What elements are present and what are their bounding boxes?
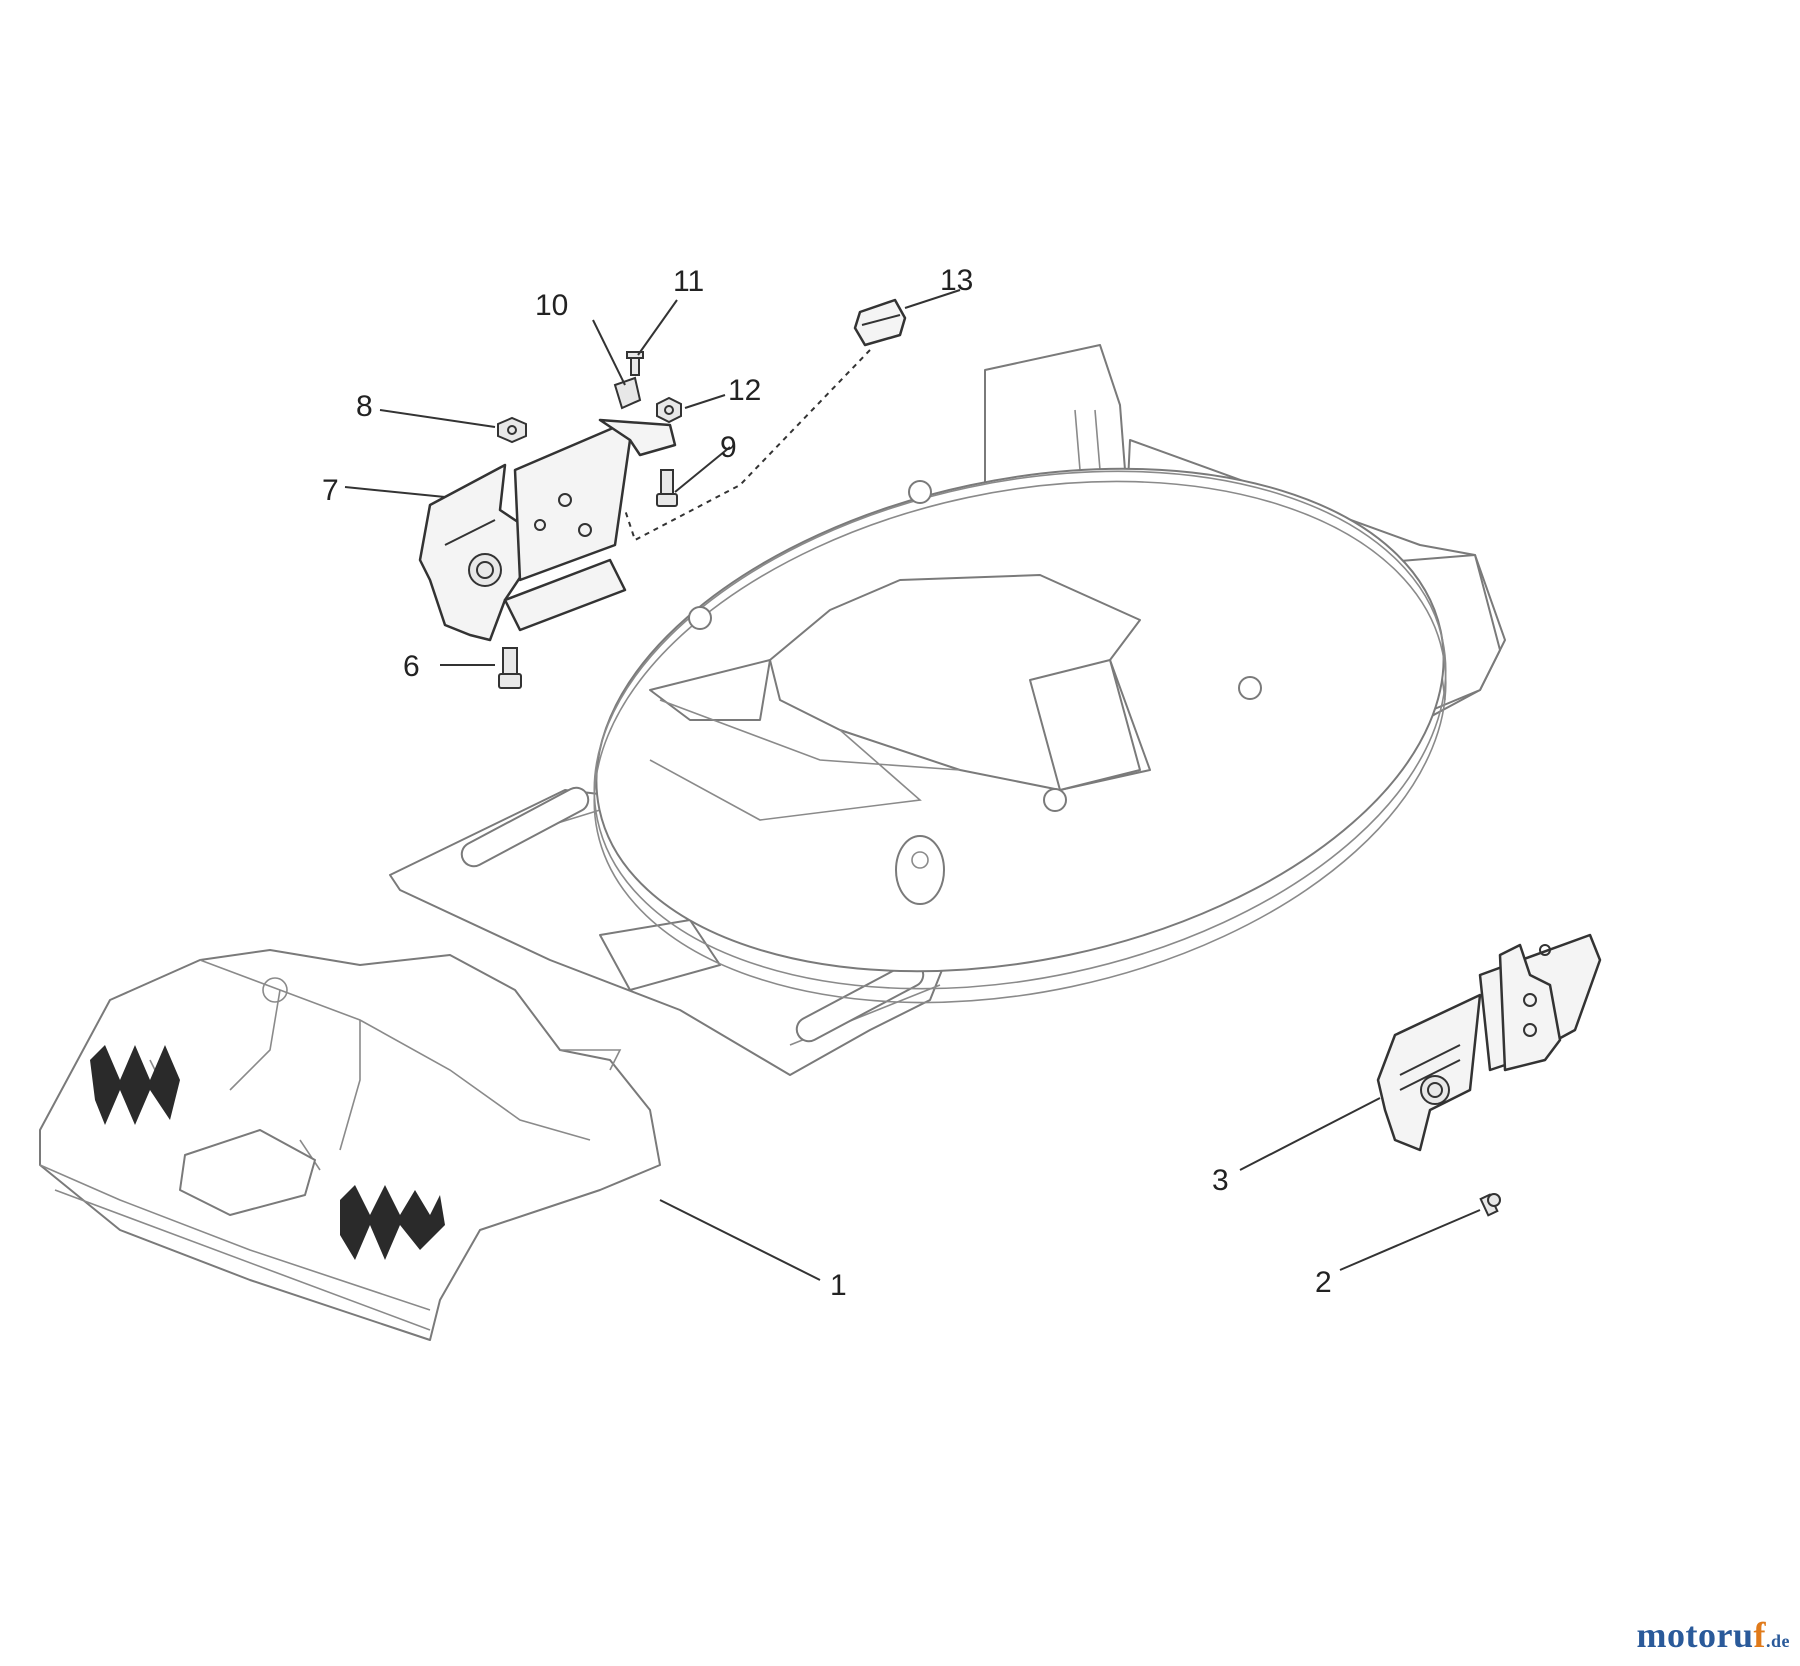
callout-3: 3 [1212,1164,1229,1197]
callout-labels: 1 2 3 6 7 8 9 10 11 12 13 [322,264,1332,1302]
clip-part-13 [624,298,907,542]
watermark-suffix: .de [1766,1631,1790,1651]
callout-13: 13 [940,264,973,297]
callout-7: 7 [322,474,339,507]
hardware [497,351,1501,1217]
callout-12: 12 [728,374,761,407]
callout-6: 6 [403,650,420,683]
callout-11: 11 [673,265,704,298]
callout-8: 8 [356,390,373,423]
height-adjuster-left-part-7 [418,418,677,642]
watermark-main: motoru [1636,1615,1754,1655]
mower-deck [389,344,1506,1076]
callout-2: 2 [1315,1266,1332,1299]
callout-9: 9 [720,431,737,464]
watermark-accent: f [1753,1615,1766,1655]
leader-lines [344,289,1481,1281]
front-cover-part-1 [39,949,661,1341]
callout-1: 1 [830,1269,847,1302]
callout-10: 10 [535,289,568,322]
height-adjuster-right-part-3 [1376,933,1602,1152]
watermark-logo: motoruf.de [1637,1614,1790,1656]
